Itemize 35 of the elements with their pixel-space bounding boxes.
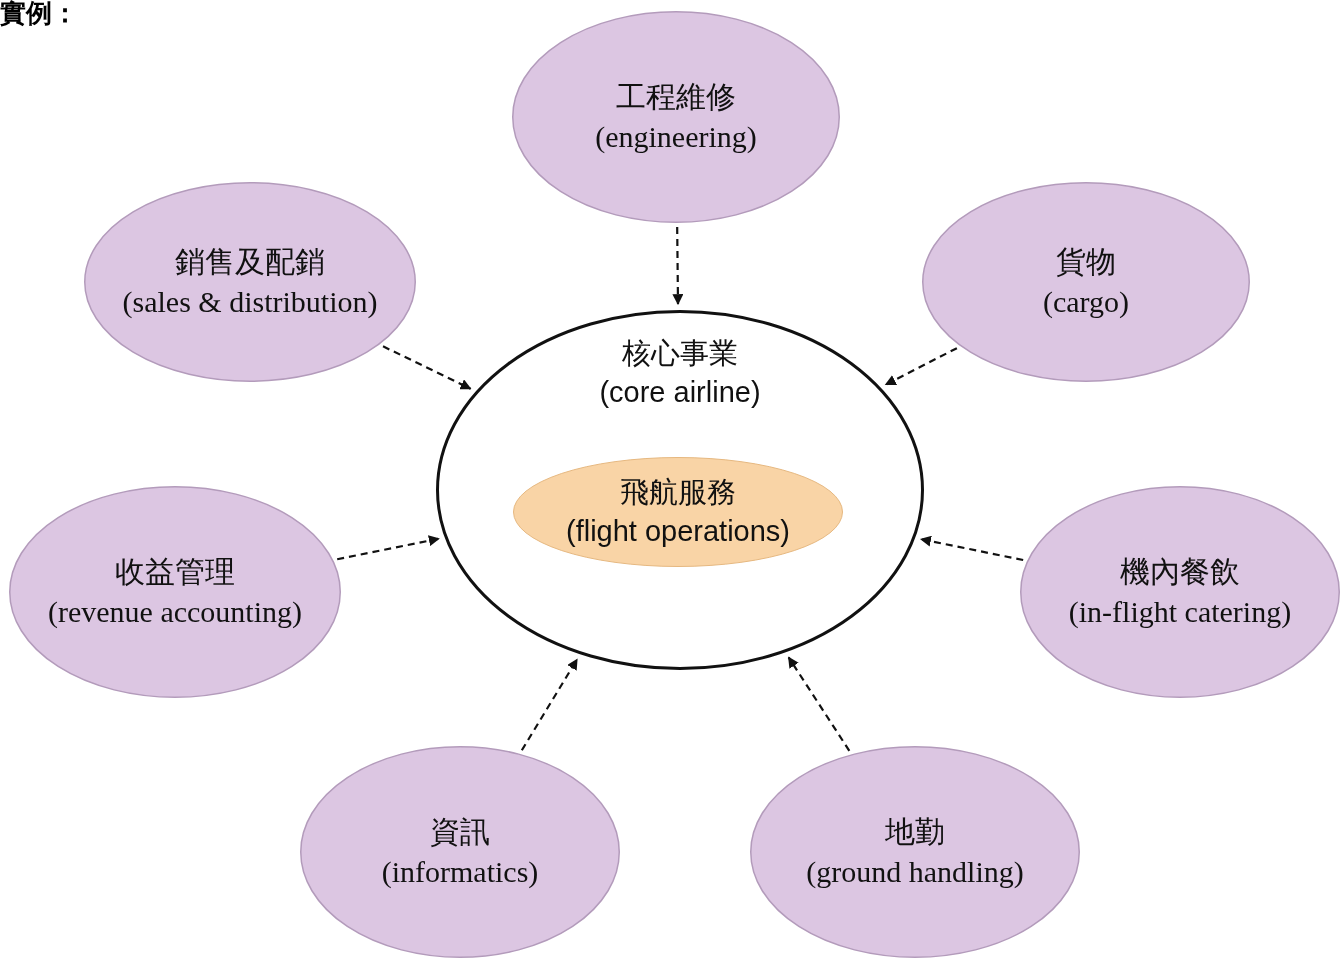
function-ellipse — [84, 182, 416, 382]
function-ellipse — [512, 11, 840, 223]
node-label: (revenue accounting) — [46, 594, 303, 630]
node-label: 銷售及配銷 — [174, 243, 326, 280]
node-label: 核心事業 — [621, 336, 739, 371]
node-label: (core airline) — [598, 375, 762, 411]
node-label: 資訊 — [429, 813, 491, 850]
node-label: 貨物 — [1055, 243, 1117, 280]
core-ellipse — [436, 310, 924, 670]
node-label: 收益管理 — [114, 553, 236, 590]
function-ellipse — [922, 182, 1250, 382]
node-label: 地勤 — [884, 813, 946, 850]
node-label: (flight operations) — [564, 514, 792, 549]
dashed-arrow — [787, 656, 851, 752]
node-label: (cargo) — [1041, 284, 1131, 320]
function-ellipse — [750, 746, 1080, 958]
function-ellipse — [300, 746, 620, 958]
dashed-arrow — [920, 535, 1024, 562]
node-label: 工程維修 — [615, 78, 737, 115]
dashed-arrow — [382, 345, 472, 390]
node-label: (ground handling) — [805, 854, 1025, 890]
node-label: (sales & distribution) — [121, 284, 379, 320]
inner-ellipse — [513, 457, 843, 567]
dashed-arrow — [884, 347, 958, 386]
function-ellipse — [1020, 486, 1340, 698]
node-label: (in-flight catering) — [1067, 594, 1293, 630]
dashed-arrow — [336, 535, 440, 561]
dashed-arrow — [672, 227, 684, 306]
node-label: 機內餐飲 — [1119, 553, 1241, 590]
function-ellipse — [9, 486, 341, 698]
node-label: (engineering) — [594, 119, 758, 155]
node-label: (informatics) — [380, 854, 540, 890]
heading: 實例： — [0, 0, 78, 30]
dashed-arrow — [520, 658, 578, 751]
node-label: 飛航服務 — [619, 474, 737, 510]
